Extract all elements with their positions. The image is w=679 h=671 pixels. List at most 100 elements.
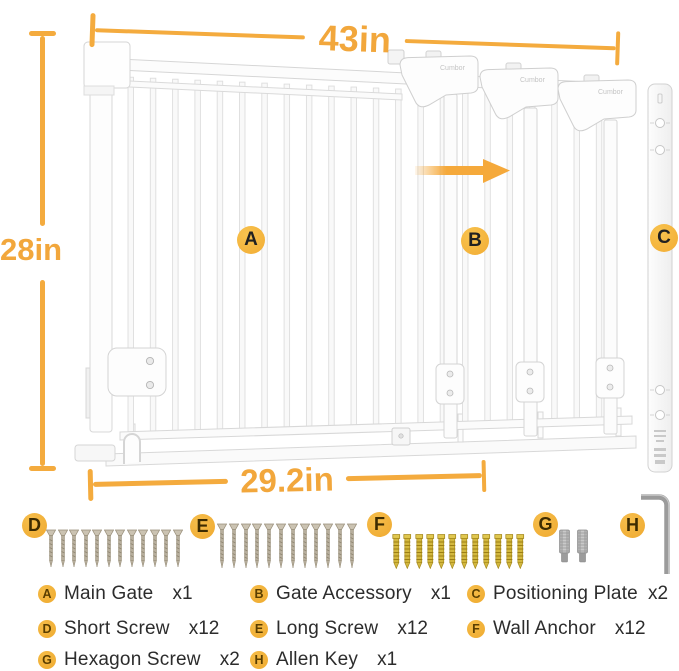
brand-text: Cumbor bbox=[440, 65, 466, 72]
wall-anchor-icon bbox=[494, 534, 502, 569]
long-screw-icon bbox=[217, 523, 227, 568]
legend-count: x2 bbox=[219, 649, 240, 670]
legend-count: x1 bbox=[377, 649, 398, 670]
callout-b: B bbox=[461, 227, 489, 255]
badge-d: D bbox=[22, 513, 47, 538]
short-screw-icon bbox=[138, 529, 148, 567]
allen-key bbox=[638, 492, 672, 576]
legend-item: A Main Gate x1 bbox=[38, 583, 193, 605]
long-screw-icon bbox=[240, 523, 251, 568]
legend-badge: E bbox=[250, 620, 268, 638]
long-screw-icon bbox=[252, 523, 263, 568]
legend-count: x1 bbox=[430, 583, 451, 604]
legend-label: Short Screw bbox=[64, 618, 170, 639]
wall-anchor-icon bbox=[482, 534, 491, 569]
badge-f: F bbox=[367, 512, 392, 537]
positioning-plate bbox=[647, 83, 673, 473]
latch-housings: Cumbor Cumbor Cumbor bbox=[399, 50, 637, 132]
long-screw-icon bbox=[311, 523, 322, 568]
short-screw-icon bbox=[57, 529, 68, 567]
callout-c: C bbox=[650, 224, 678, 252]
short-screw-icon bbox=[126, 529, 137, 567]
dimension-line bbox=[40, 280, 45, 466]
legend-label: Positioning Plate bbox=[493, 583, 638, 604]
legend-item: B Gate Accessory x1 bbox=[250, 583, 451, 605]
long-screw-icon bbox=[275, 523, 286, 568]
legend-item: G Hexagon Screw x2 bbox=[38, 649, 240, 671]
wall-anchor-icon bbox=[437, 534, 446, 569]
callout-a: A bbox=[237, 226, 265, 254]
legend-label: Hexagon Screw bbox=[64, 649, 201, 670]
dimension-tick bbox=[481, 459, 487, 492]
legend-item: F Wall Anchor x12 bbox=[467, 618, 646, 640]
dimension-tick bbox=[29, 466, 56, 471]
short-screw-icon bbox=[115, 529, 125, 567]
legend-item: H Allen Key x1 bbox=[250, 649, 397, 671]
badge-h: H bbox=[620, 513, 645, 538]
hexagon-screws bbox=[558, 529, 589, 563]
legend-label: Gate Accessory bbox=[276, 583, 412, 604]
wall-anchor-icon bbox=[505, 534, 514, 569]
slide-arrow-icon bbox=[415, 159, 510, 183]
legend-count: x1 bbox=[172, 583, 193, 604]
legend-count: x12 bbox=[188, 618, 220, 639]
gate-illustration: Cumbor Cumbor Cumbor bbox=[74, 41, 673, 473]
brand-text: Cumbor bbox=[520, 77, 546, 84]
short-screw-icon bbox=[46, 529, 56, 567]
legend-label: Allen Key bbox=[276, 649, 359, 670]
bottom-connector bbox=[391, 427, 411, 446]
short-screw-icon bbox=[103, 529, 114, 567]
long-screw-icon bbox=[346, 523, 357, 568]
short-screw-icon bbox=[172, 529, 183, 567]
long-screw-icon bbox=[299, 523, 310, 568]
wall-anchor-icon bbox=[415, 534, 423, 569]
legend-label: Long Screw bbox=[276, 618, 379, 639]
width-label: 43in bbox=[318, 17, 392, 61]
legend-label: Wall Anchor bbox=[493, 618, 596, 639]
long-screw-icon bbox=[287, 523, 298, 568]
dimension-line bbox=[345, 473, 482, 481]
wall-anchor-icon bbox=[426, 534, 434, 569]
wall-anchor-icon bbox=[403, 534, 412, 569]
dimension-tick bbox=[29, 31, 56, 36]
long-screw-icon bbox=[228, 523, 239, 568]
allen-key-icon bbox=[641, 494, 670, 574]
legend-badge: C bbox=[467, 585, 485, 603]
wall-anchor-icon bbox=[516, 534, 525, 569]
short-screw-icon bbox=[149, 529, 160, 567]
legend-badge: F bbox=[467, 620, 485, 638]
legend-count: x12 bbox=[614, 618, 646, 639]
long-screw-icon bbox=[323, 523, 334, 568]
dimension-line bbox=[40, 36, 45, 226]
short-screws bbox=[46, 529, 183, 567]
short-screw-icon bbox=[92, 529, 102, 567]
legend-item: C Positioning Plate x2 bbox=[467, 583, 668, 605]
short-screw-icon bbox=[161, 529, 171, 567]
gate-bottom-rail bbox=[119, 415, 633, 441]
legend-badge: D bbox=[38, 620, 56, 638]
plate-markings bbox=[654, 430, 666, 464]
hexagon-screw-icon bbox=[559, 529, 570, 563]
legend-label: Main Gate bbox=[64, 583, 154, 604]
badge-e: E bbox=[190, 514, 215, 539]
legend-item: E Long Screw x12 bbox=[250, 618, 428, 640]
legend-badge: G bbox=[38, 651, 56, 669]
hinge-post bbox=[74, 41, 167, 464]
legend-item: D Short Screw x12 bbox=[38, 618, 219, 640]
dimension-line bbox=[404, 38, 616, 51]
rail-clamp bbox=[387, 49, 405, 65]
badge-g: G bbox=[533, 512, 558, 537]
height-label: 28in bbox=[0, 232, 63, 267]
legend-count: x2 bbox=[647, 583, 669, 604]
post-brackets bbox=[435, 357, 625, 405]
accessory-posts bbox=[443, 93, 618, 439]
dimension-line bbox=[94, 27, 305, 40]
legend-badge: A bbox=[38, 585, 56, 603]
short-screw-icon bbox=[69, 529, 79, 567]
bottom-width-label: 29.2in bbox=[239, 460, 335, 500]
wall-anchor-icon bbox=[448, 534, 457, 569]
dimension-line bbox=[92, 479, 229, 487]
wall-anchors bbox=[391, 534, 526, 569]
legend-count: x12 bbox=[397, 618, 428, 639]
